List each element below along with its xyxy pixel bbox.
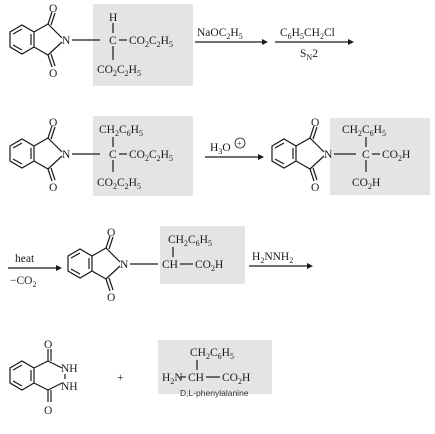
reagent-hydronium: H3O [210,142,231,156]
benzylated-malonate-molecule: O O N CH2C6H5 C CO2C2H5 CO2C2H5 [9,117,173,194]
phenylalanine-molecule: CH2C6H5 H2N CH CO2H D,L-phenylalanine [162,347,250,398]
reaction-arrow-5: H2NNH2 [249,251,313,269]
alpha-ch: CH [162,259,178,271]
ester-group: CO2C2H5 [129,35,173,49]
carbonyl-oxygen: O [49,3,57,15]
product-name-label: D,L-phenylalanine [180,388,249,398]
highlight-box [93,116,193,196]
carboxylic-acid-group: CO2H [222,372,250,386]
diacid-molecule: O O N CH2C6H5 C CO2H CO2H [271,117,410,194]
ester-group: CO2C2H5 [97,64,141,78]
highlight-box [160,226,245,284]
carbonyl-oxygen: O [311,117,319,129]
carbonyl-oxygen: O [49,182,57,194]
condition-sn2: SN2 [300,48,318,62]
carbonyl-oxygen: O [311,182,319,194]
carbonyl-oxygen: O [107,227,115,239]
condition-heat: heat [15,253,35,265]
alpha-carbon: C [109,149,117,161]
reaction-arrow-4: heat −CO2 [8,253,62,289]
alpha-carbon: C [109,35,117,47]
benzyl-group: CH2C6H5 [168,234,212,248]
carbonyl-oxygen: O [49,117,57,129]
phthalimido-acid-molecule: O O N CH2C6H5 CH CO2H [67,227,223,304]
amino-group: H2N [162,372,183,386]
reagent-hydrazine: H2NNH2 [252,251,293,265]
carbonyl-oxygen: O [107,292,115,304]
reaction-arrow-3: H3O + [205,137,264,160]
imide-nitrogen: N [120,259,129,271]
hydrazide-nh: NH [61,381,78,393]
phthalimidomalonate-molecule: O O N H C CO2C2H5 CO2C2H5 [9,3,173,80]
imide-nitrogen: N [62,35,71,47]
plus-sign: + [117,372,124,384]
ester-group: CO2C2H5 [129,149,173,163]
reaction-arrow-1: NaOC2H5 [195,27,268,45]
reagent-sodium-ethoxide: NaOC2H5 [197,27,243,41]
reaction-arrow-2: C6H5CH2Cl SN2 [275,27,354,62]
carboxylic-acid-group: CO2H [352,177,380,191]
reagent-benzyl-chloride: C6H5CH2Cl [280,27,335,41]
highlight-box [158,340,272,394]
phthalhydrazide-molecule: O O NH NH [9,339,78,417]
highlight-box [93,4,193,86]
carboxylic-acid-group: CO2H [382,149,410,163]
condition-decarboxylation: −CO2 [10,275,36,289]
ester-group: CO2C2H5 [97,177,141,191]
imide-nitrogen: N [324,149,333,161]
carboxylic-acid-group: CO2H [195,259,223,273]
benzyl-group: CH2C6H5 [342,124,386,138]
alpha-ch: CH [188,372,204,384]
carbonyl-oxygen: O [44,405,52,417]
hydrazide-nh: NH [61,363,78,375]
benzyl-group: CH2C6H5 [99,124,143,138]
imide-nitrogen: N [62,149,71,161]
benzyl-group: CH2C6H5 [190,347,234,361]
carbonyl-oxygen: O [49,68,57,80]
alpha-hydrogen: H [109,12,117,24]
positive-charge: + [237,139,242,148]
alpha-carbon: C [362,149,370,161]
carbonyl-oxygen: O [44,339,52,351]
highlight-box [330,118,430,195]
